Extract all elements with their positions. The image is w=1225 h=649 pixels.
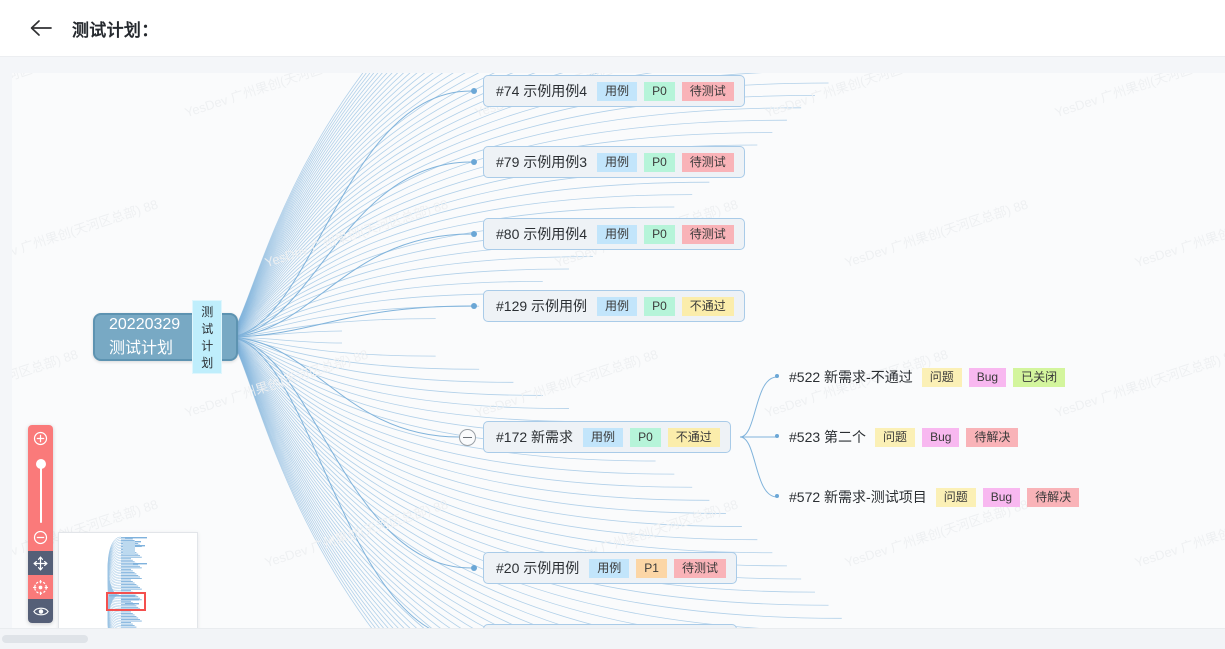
node-badge: 不通过	[667, 427, 720, 447]
connector-dot	[471, 88, 477, 94]
page-title: 测试计划：	[72, 20, 159, 40]
node-title: #79 示例用例3	[496, 154, 588, 170]
collapse-toggle[interactable]	[459, 429, 476, 446]
connector-dot	[471, 565, 477, 571]
node-badge: Bug	[982, 487, 1021, 507]
mindmap-node[interactable]: #80 示例用例4 用例 P0 待测试	[483, 218, 745, 250]
node-badge: 用例	[597, 224, 638, 244]
mindmap-child-node[interactable]: #522 新需求-不通过问题 Bug 已关闭	[789, 364, 1066, 390]
node-badge: 用例	[597, 296, 638, 316]
mindmap-node[interactable]: #172 新需求用例 P0 不通过	[483, 421, 731, 453]
node-title: #129 示例用例	[496, 298, 588, 314]
node-badge: 用例	[597, 152, 638, 172]
mindmap-node[interactable]: #129 示例用例用例 P0 不通过	[483, 290, 745, 322]
mindmap-child-node[interactable]: #572 新需求-测试项目问题 Bug 待解决	[789, 484, 1080, 510]
node-badge: P0	[644, 152, 675, 172]
node-badge: 待测试	[681, 152, 734, 172]
node-badge: 问题	[875, 427, 916, 447]
node-title: #572 新需求-测试项目	[789, 489, 927, 505]
canvas-toolbar	[28, 425, 53, 623]
node-title: #20 示例用例	[496, 560, 580, 576]
viewport-rect[interactable]	[106, 592, 146, 611]
back-arrow-icon[interactable]	[28, 15, 54, 41]
center-view-button[interactable]	[28, 575, 53, 599]
crosshair-target-icon	[33, 579, 48, 595]
node-title: #523 第二个	[789, 429, 867, 445]
node-badge: P0	[644, 296, 675, 316]
slider-track	[40, 467, 42, 523]
zoom-slider[interactable]	[28, 449, 53, 527]
node-badge: 已关闭	[1013, 367, 1066, 387]
slider-handle[interactable]	[36, 459, 46, 469]
mindmap-node[interactable]: #20 示例用例用例 P1 待测试	[483, 552, 737, 584]
toggle-visibility-button[interactable]	[28, 599, 53, 623]
pan-mode-button[interactable]	[28, 551, 53, 575]
node-badge: 待测试	[673, 558, 726, 578]
mindmap-child-node[interactable]: #523 第二个问题 Bug 待解决	[789, 424, 1019, 450]
connector-dot	[775, 434, 779, 438]
node-title: #172 新需求	[496, 429, 574, 445]
root-node-badge: 测试计划	[192, 300, 223, 374]
move-arrows-icon	[33, 556, 48, 570]
minus-circle-icon	[33, 530, 48, 545]
scrollbar-thumb[interactable]	[2, 635, 88, 643]
zoom-in-button[interactable]	[28, 425, 53, 449]
zoom-out-button[interactable]	[28, 527, 53, 551]
node-title: #74 示例用例4	[496, 83, 588, 99]
node-badge: P0	[644, 224, 675, 244]
node-badge: 用例	[597, 81, 638, 101]
node-badge: 待测试	[681, 224, 734, 244]
node-badge: 用例	[589, 558, 630, 578]
connector-dot	[471, 159, 477, 165]
node-badge: Bug	[968, 367, 1007, 387]
node-badge: 用例	[583, 427, 624, 447]
node-badge: 待测试	[681, 81, 734, 101]
plus-circle-icon	[33, 431, 48, 446]
connector-dot	[775, 494, 779, 498]
connector-dot	[471, 303, 477, 309]
node-badge: Bug	[922, 427, 960, 447]
node-badge: 不通过	[681, 296, 734, 316]
node-badge: 待解决	[966, 427, 1019, 447]
node-title: #80 示例用例4	[496, 226, 588, 242]
root-node[interactable]: 20220329测试计划 测试计划	[93, 300, 239, 374]
node-badge: P1	[636, 558, 667, 578]
node-badge: P0	[630, 427, 661, 447]
node-badge: 问题	[921, 367, 962, 387]
app-header: 测试计划：	[0, 0, 1225, 57]
mindmap-node[interactable]: #74 示例用例4 用例 P0 待测试	[483, 75, 745, 107]
horizontal-scrollbar[interactable]	[0, 628, 1225, 649]
connector-dot	[471, 231, 477, 237]
node-badge: 问题	[935, 487, 976, 507]
root-node-label: 20220329测试计划	[109, 316, 181, 357]
eye-icon	[32, 607, 49, 615]
node-badge: 待解决	[1027, 487, 1080, 507]
mindmap-node[interactable]: #79 示例用例3 用例 P0 待测试	[483, 146, 745, 178]
connector-dot	[775, 374, 779, 378]
node-title: #522 新需求-不通过	[789, 369, 913, 385]
node-badge: P0	[644, 81, 675, 101]
